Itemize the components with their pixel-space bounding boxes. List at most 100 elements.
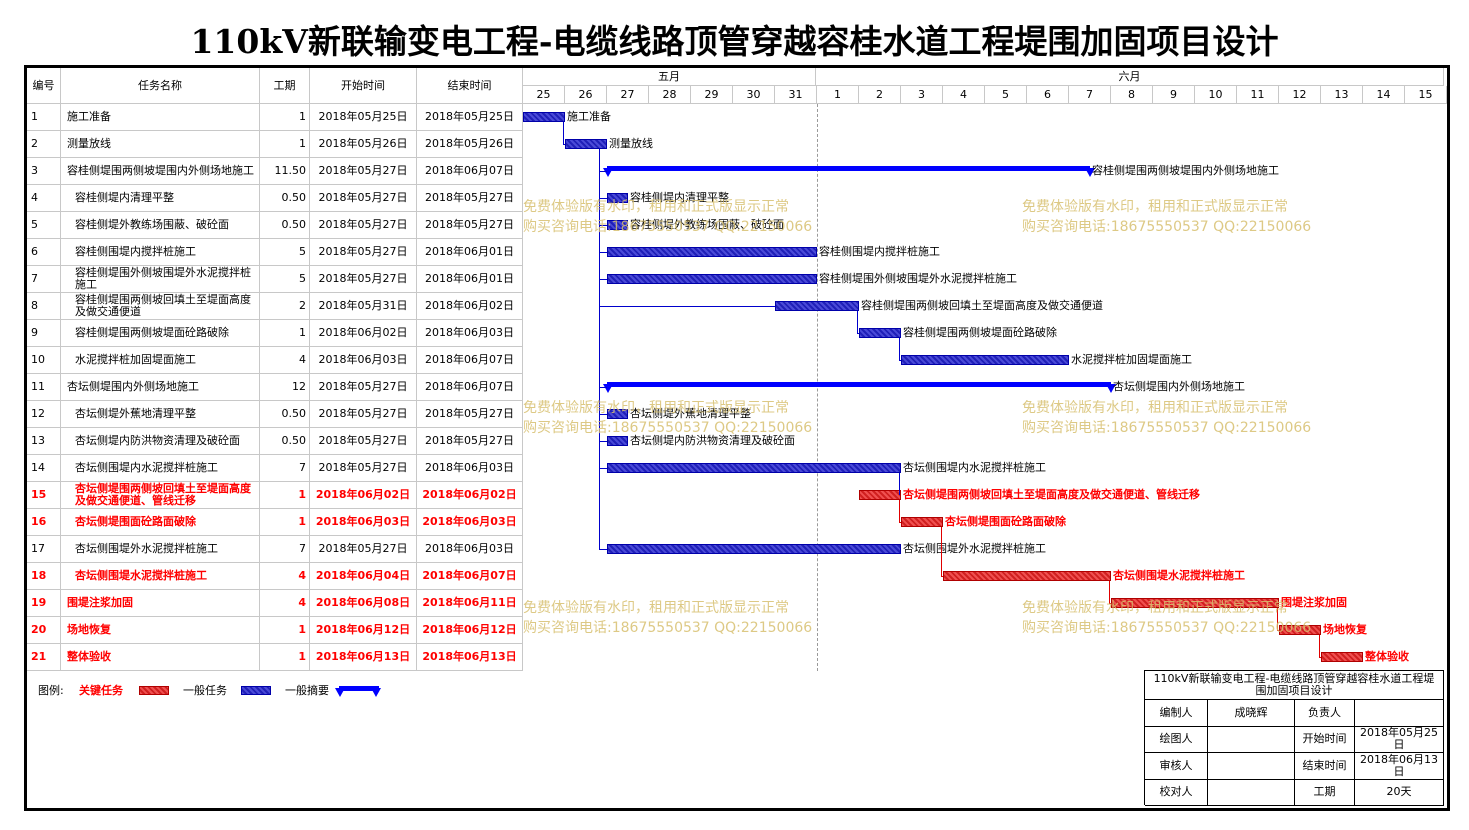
- task-name: 杏坛侧围堤内水泥搅拌桩施工: [61, 455, 260, 482]
- task-start: 2018年05月27日: [310, 239, 417, 266]
- bar-label: 杏坛侧堤围面砼路面破除: [945, 515, 1066, 528]
- task-id: 1: [27, 104, 61, 131]
- title-block-value: 20天: [1355, 779, 1444, 806]
- task-start: 2018年06月04日: [310, 563, 417, 590]
- task-end: 2018年06月07日: [417, 563, 523, 590]
- title-block-value: [1208, 779, 1295, 806]
- task-name: 容桂侧堤围两侧坡堤面砼路破除: [61, 320, 260, 347]
- task-name: 杏坛侧围堤外水泥搅拌桩施工: [61, 536, 260, 563]
- day-label: 10: [1195, 86, 1237, 104]
- task-end: 2018年06月03日: [417, 320, 523, 347]
- task-id: 12: [27, 401, 61, 428]
- day-label: 30: [733, 86, 775, 104]
- watermark-text: 免费体验版有水印，租用和正式版显示正常购买咨询电话:18675550537 QQ…: [523, 398, 812, 438]
- task-id: 9: [27, 320, 61, 347]
- gantt-frame: [24, 65, 1450, 811]
- task-name: 杏坛侧围堤水泥搅拌桩施工: [61, 563, 260, 590]
- dependency-line: [599, 306, 775, 307]
- day-label: 13: [1321, 86, 1363, 104]
- dependency-line: [857, 333, 859, 334]
- bar-label: 容桂侧堤内清理平整: [630, 191, 729, 204]
- task-start: 2018年05月27日: [310, 185, 417, 212]
- header-duration: 工期: [260, 68, 310, 104]
- day-label: 8: [1111, 86, 1153, 104]
- dependency-line: [599, 149, 600, 549]
- task-start: 2018年05月27日: [310, 455, 417, 482]
- task-duration: 0.50: [260, 401, 310, 428]
- task-duration: 11.50: [260, 158, 310, 185]
- task-duration: 2: [260, 293, 310, 320]
- task-bar: [607, 247, 817, 257]
- watermark-line2: 购买咨询电话:18675550537 QQ:22150066: [523, 620, 813, 636]
- watermark-line1: 免费体验版有水印，租用和正式版显示正常: [523, 199, 789, 215]
- task-end: 2018年05月25日: [417, 104, 523, 131]
- title-block-key: 负责人: [1295, 700, 1355, 727]
- task-bar: [607, 436, 628, 446]
- header-start: 开始时间: [310, 68, 417, 104]
- task-name: 水泥搅拌桩加固堤面施工: [61, 347, 260, 374]
- day-label: 27: [607, 86, 649, 104]
- task-id: 17: [27, 536, 61, 563]
- task-duration: 7: [260, 536, 310, 563]
- watermark-line1: 免费体验版有水印，租用和正式版显示正常: [523, 600, 789, 616]
- bar-label: 容桂侧堤外教练场围蔽、破砼面: [630, 218, 784, 231]
- task-name: 容桂侧堤围两侧坡堤围内外侧场地施工: [61, 158, 260, 185]
- watermark-line1: 免费体验版有水印，租用和正式版显示正常: [523, 400, 789, 416]
- task-id: 14: [27, 455, 61, 482]
- task-name: 容桂侧堤围两侧坡回填土至堤面高度及做交通便道: [61, 293, 260, 320]
- task-id: 21: [27, 644, 61, 671]
- task-bar: [565, 139, 607, 149]
- task-id: 16: [27, 509, 61, 536]
- day-label: 14: [1363, 86, 1405, 104]
- title-block-project: 110kV新联输变电工程-电缆线路顶管穿越容桂水道工程堤 围加固项目设计: [1145, 671, 1444, 700]
- task-bar: [523, 112, 565, 122]
- task-end: 2018年06月03日: [417, 455, 523, 482]
- task-end: 2018年06月07日: [417, 158, 523, 185]
- task-name: 测量放线: [61, 131, 260, 158]
- legend-normal-swatch: [241, 686, 271, 695]
- task-end: 2018年06月02日: [417, 293, 523, 320]
- task-start: 2018年05月27日: [310, 212, 417, 239]
- task-end: 2018年06月12日: [417, 617, 523, 644]
- header-id: 编号: [27, 68, 61, 104]
- dependency-line: [599, 441, 607, 442]
- task-id: 19: [27, 590, 61, 617]
- dependency-line: [941, 576, 943, 577]
- bar-label: 施工准备: [567, 110, 611, 123]
- dependency-line: [563, 122, 564, 144]
- task-name: 施工准备: [61, 104, 260, 131]
- task-end: 2018年06月03日: [417, 536, 523, 563]
- legend-normal-label: 一般任务: [183, 684, 227, 697]
- bar-label: 杏坛侧围堤内水泥搅拌桩施工: [903, 461, 1046, 474]
- task-start: 2018年05月27日: [310, 401, 417, 428]
- dependency-line: [899, 473, 900, 495]
- day-label: 15: [1405, 86, 1447, 104]
- bar-label: 杏坛侧围堤水泥搅拌桩施工: [1113, 569, 1245, 582]
- dependency-line: [1109, 603, 1111, 604]
- task-id: 18: [27, 563, 61, 590]
- summary-start-marker: [603, 384, 613, 393]
- task-id: 10: [27, 347, 61, 374]
- critical-task-bar: [1111, 598, 1279, 608]
- task-duration: 4: [260, 563, 310, 590]
- dependency-line: [599, 198, 607, 199]
- legend-summary-marker-left: [335, 688, 345, 697]
- task-start: 2018年05月25日: [310, 104, 417, 131]
- task-id: 2: [27, 131, 61, 158]
- task-id: 7: [27, 266, 61, 293]
- task-start: 2018年06月08日: [310, 590, 417, 617]
- legend-summary-marker-right: [371, 688, 381, 697]
- critical-task-bar: [1321, 652, 1363, 662]
- task-end: 2018年05月26日: [417, 131, 523, 158]
- bar-label: 整体验收: [1365, 650, 1409, 663]
- header-name: 任务名称: [61, 68, 260, 104]
- title-block-value: 2018年05月25日: [1355, 726, 1444, 753]
- bar-label: 杏坛侧堤内防洪物资清理及破砼面: [630, 434, 795, 447]
- dependency-line: [599, 468, 607, 469]
- task-end: 2018年06月13日: [417, 644, 523, 671]
- task-id: 5: [27, 212, 61, 239]
- title-block-key: 审核人: [1145, 753, 1208, 780]
- bar-label: 杏坛侧堤外蕉地清理平整: [630, 407, 751, 420]
- task-start: 2018年05月27日: [310, 428, 417, 455]
